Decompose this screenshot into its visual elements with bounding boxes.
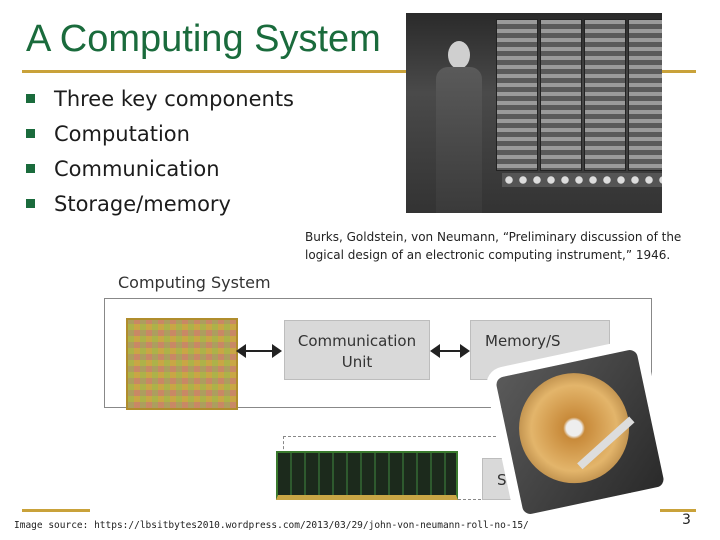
title-rule-left — [22, 70, 410, 73]
hard-drive-body — [495, 348, 665, 516]
dial-row — [502, 173, 662, 197]
person-head — [448, 41, 470, 69]
von-neumann-photo — [406, 13, 662, 213]
bullet-item: Storage/memory — [26, 189, 294, 224]
diagram-frame — [104, 298, 652, 408]
footer-rule-right — [660, 509, 696, 512]
page-number: 3 — [682, 512, 691, 528]
communication-unit-box: Communication Unit — [284, 320, 430, 380]
bullet-text: Computation — [54, 122, 190, 146]
hard-drive-image — [470, 310, 670, 520]
square-bullet-icon — [26, 129, 35, 138]
square-bullet-icon — [26, 199, 35, 208]
bullet-item: Three key components — [26, 84, 294, 119]
cpu-chip-image — [126, 318, 238, 410]
title-rule-right — [660, 70, 696, 73]
bullet-text: Communication — [54, 157, 220, 181]
citation-text: Burks, Goldstein, von Neumann, “Prelimin… — [305, 230, 682, 262]
footer-rule-left — [22, 509, 90, 512]
square-bullet-icon — [26, 94, 35, 103]
slide-title: A Computing System — [26, 18, 381, 60]
image-source-text: Image source: https://lbsitbytes2010.wor… — [14, 520, 529, 531]
ram-stick-image — [276, 451, 458, 500]
bullet-item: Communication — [26, 154, 294, 189]
bullet-text: Storage/memory — [54, 192, 231, 216]
bullet-item: Computation — [26, 119, 294, 154]
computer-rack — [540, 19, 582, 171]
arrow-communication-memory — [430, 344, 470, 358]
square-bullet-icon — [26, 164, 35, 173]
computer-rack — [628, 19, 662, 171]
diagram-title: Computing System — [118, 273, 271, 292]
computer-rack — [584, 19, 626, 171]
computer-rack — [496, 19, 538, 171]
person-body — [436, 67, 482, 213]
bullet-list: Three key components Computation Communi… — [26, 84, 294, 224]
bullet-text: Three key components — [54, 87, 295, 111]
arrow-cpu-communication — [236, 344, 282, 358]
